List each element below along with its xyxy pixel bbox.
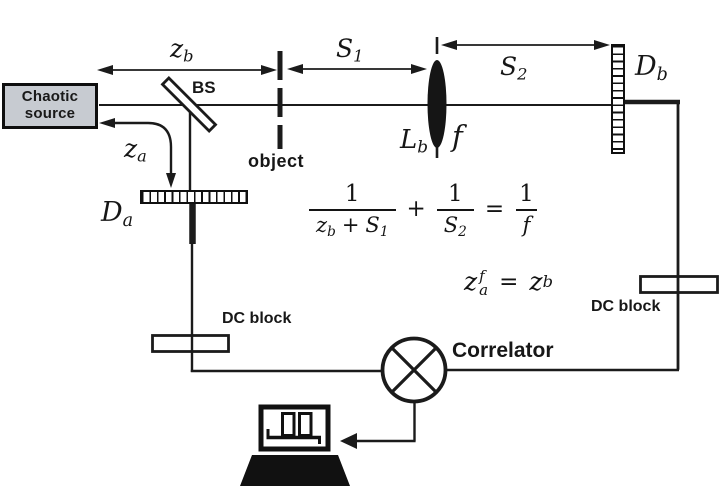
s1-arrowhead-right bbox=[411, 64, 427, 74]
beam-splitter-icon bbox=[160, 76, 218, 133]
db-detector-label: Db bbox=[635, 51, 668, 85]
correlator-label: Correlator bbox=[452, 339, 554, 362]
s1-arrowhead-left bbox=[287, 64, 303, 74]
pulse-1 bbox=[281, 412, 296, 437]
za-distance-label: za bbox=[124, 134, 147, 166]
fraction-f: 1 f bbox=[515, 182, 538, 236]
lens-lb-label: Lb bbox=[400, 125, 429, 157]
zb-arrowhead-right bbox=[261, 65, 277, 75]
s2-arrowhead-left bbox=[441, 40, 457, 50]
dc-block-left-label: DC block bbox=[222, 310, 292, 327]
lens-focal-label: f bbox=[452, 119, 463, 153]
dc-block-left-icon bbox=[151, 334, 230, 353]
source-label-line2: source bbox=[24, 105, 76, 122]
correlator-output-wire bbox=[352, 401, 416, 443]
output-arrowhead bbox=[340, 433, 357, 449]
s1-distance-label: S1 bbox=[336, 34, 364, 66]
laptop-keyboard bbox=[240, 455, 350, 486]
plus-sign: + bbox=[406, 196, 426, 223]
s2-arrowhead-right bbox=[594, 40, 610, 50]
detector-db-icon bbox=[611, 44, 625, 154]
equals-sign: = bbox=[484, 196, 505, 223]
pulse-2 bbox=[298, 412, 313, 437]
za-arrowhead-left bbox=[99, 118, 115, 128]
equals-sign: = bbox=[499, 269, 519, 296]
beam-splitter-label: BS bbox=[192, 78, 216, 97]
dc-block-right-label: DC block bbox=[591, 298, 661, 315]
source-label-line1: Chaotic bbox=[21, 88, 79, 106]
s2-distance-label: S2 bbox=[500, 52, 528, 84]
zb-distance-label: zb bbox=[170, 34, 194, 66]
lens-icon bbox=[427, 60, 447, 148]
da-detector-label: Da bbox=[101, 197, 134, 231]
fraction-zb-s1: 1 zb+S1 bbox=[309, 182, 396, 239]
za-arrowhead-down bbox=[166, 173, 176, 188]
detector-da-icon bbox=[140, 190, 248, 204]
correlator-cross-icon bbox=[390, 346, 438, 394]
lens-equation: 1 zb+S1 + 1 S2 = 1 f bbox=[309, 182, 538, 239]
za-curved-arrow bbox=[107, 121, 173, 179]
fraction-s2: 1 S2 bbox=[436, 182, 474, 239]
zb-arrowhead-left bbox=[97, 65, 113, 75]
object-label: object bbox=[248, 151, 305, 171]
chaotic-source-box: Chaotic source bbox=[2, 83, 98, 129]
laptop-icon bbox=[240, 404, 350, 486]
